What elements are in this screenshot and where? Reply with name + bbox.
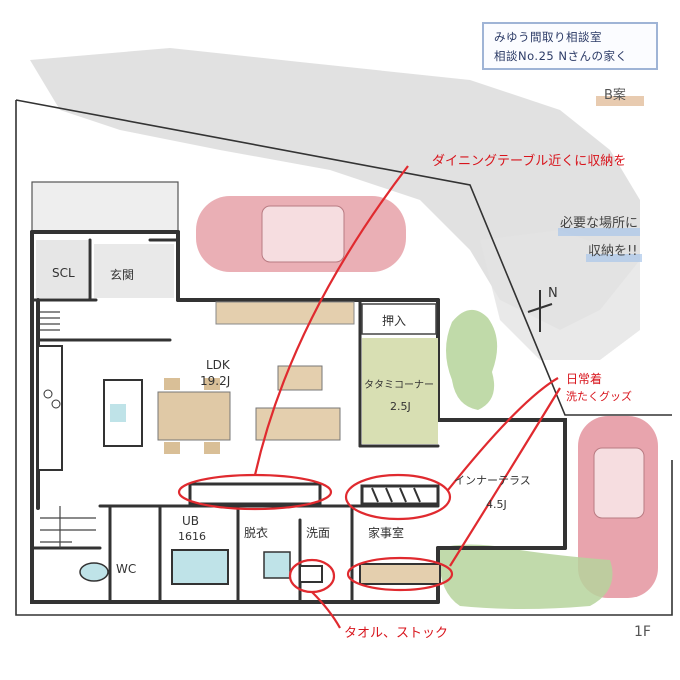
room-inner-terrace: インナーテラス (454, 474, 531, 487)
room-ldk-size: 19.2J (200, 374, 231, 388)
room-kaji: 家事室 (368, 526, 405, 540)
plan-name: B案 (604, 88, 626, 103)
stairs (40, 311, 96, 548)
storage-shelf-top (215, 301, 355, 325)
chair-3 (164, 442, 180, 454)
room-ub-size: 1616 (178, 530, 206, 543)
garden-green (439, 544, 613, 609)
entrance-floor (94, 244, 174, 298)
compass-label: N (548, 286, 558, 301)
porch-block (31, 181, 179, 233)
room-tatami: タタミコーナー (364, 380, 434, 391)
annotation-laundry-goods: 洗たくグッズ (566, 390, 632, 403)
floor-label: 1F (634, 624, 651, 640)
kitchen-counter (37, 345, 63, 471)
title-box: みゆう間取り相談室 相談No.25 Nさんの家く (482, 22, 658, 70)
red-highlights (177, 165, 561, 629)
sofa (255, 407, 341, 441)
car-top-window (261, 205, 345, 263)
title-line-2: 相談No.25 Nさんの家く (494, 49, 628, 63)
room-scl: SCL (52, 266, 75, 280)
oshiire-shelf (361, 303, 437, 335)
blue-marker-underline-2 (586, 254, 642, 262)
road-wash-2 (480, 230, 640, 360)
annotation-dining-storage: ダイニングテーブル近くに収納を (432, 154, 627, 169)
plan-underline (596, 96, 644, 106)
scl-floor (36, 240, 88, 298)
dining-table (157, 391, 231, 441)
blue-marker-underline (558, 228, 640, 236)
tree-cluster-top (446, 309, 498, 410)
site-boundary (15, 99, 673, 616)
toilet (79, 562, 109, 582)
room-ub: UB (182, 514, 200, 528)
kitchen-sink (110, 404, 126, 422)
towel-shelf (299, 565, 323, 583)
annotation-storage: 収納を!! (588, 244, 638, 259)
tatami-floor (362, 338, 438, 444)
bathtub (171, 549, 229, 585)
wash-sink (263, 551, 291, 579)
stove-burner-2 (51, 399, 61, 409)
room-tatami-size: 2.5J (390, 400, 411, 413)
annotation-needed-places: 必要な場所に (560, 216, 639, 231)
room-senmen: 洗面 (306, 526, 331, 540)
car-right-window (593, 447, 645, 519)
room-ldk: LDK (206, 358, 230, 372)
chair-1 (164, 378, 180, 390)
dining-storage-unit (188, 482, 322, 506)
north-arrow (527, 290, 553, 332)
kaji-counter (359, 563, 441, 585)
title-line-1: みゆう間取り相談室 (494, 30, 602, 44)
room-oshiire: 押入 (382, 314, 407, 328)
chair-4 (204, 442, 220, 454)
room-wc: WC (116, 562, 137, 576)
chair-2 (204, 378, 220, 390)
room-datsui: 脱衣 (244, 526, 269, 540)
stove-burner-1 (43, 389, 53, 399)
annotation-daily-use: 日常着 (566, 372, 603, 386)
laundry-rack-hangers (371, 487, 421, 503)
room-entrance: 玄関 (110, 268, 135, 282)
room-inner-terrace-size: 4.5J (486, 498, 507, 511)
annotation-towel-stock: タオル、ストック (344, 626, 449, 641)
